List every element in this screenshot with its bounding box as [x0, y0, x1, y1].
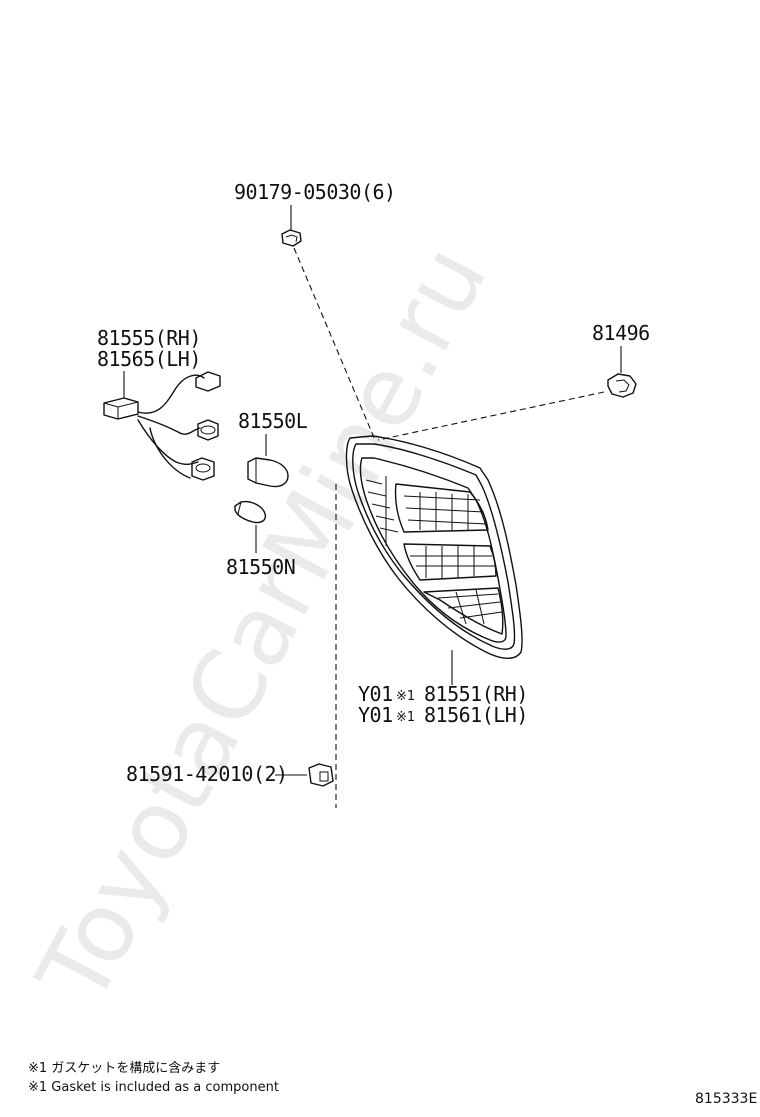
label-bottom-clip[interactable]: 81591-42010(2)	[126, 762, 288, 786]
label-lamp-rh-prefix[interactable]: Y01	[358, 682, 393, 706]
label-bulb-81550n[interactable]: 81550N	[226, 555, 296, 579]
label-socket-81496[interactable]: 81496	[592, 321, 650, 345]
wire-harness-icon	[103, 371, 221, 481]
label-harness-lh[interactable]: 81565(LH)	[97, 347, 201, 371]
socket-81496-icon	[607, 373, 637, 398]
label-harness-rh[interactable]: 81555(RH)	[97, 326, 201, 350]
dashed-line-clip-top	[293, 247, 376, 441]
footnote-japanese: ※1 ガスケットを構成に含みます	[28, 1060, 220, 1076]
bulb-81550n-icon	[234, 500, 267, 524]
label-clip-top[interactable]: 90179-05030(6)	[234, 180, 396, 204]
diagram-code: 815333E	[695, 1091, 757, 1107]
rear-lamp-assembly-icon	[345, 435, 523, 659]
note-mark-lh: ※1	[396, 710, 415, 725]
label-lamp-lh[interactable]: 81561(LH)	[424, 703, 528, 727]
clip-top-icon	[281, 229, 302, 247]
label-lamp-rh[interactable]: 81551(RH)	[424, 682, 528, 706]
label-lamp-lh-prefix[interactable]: Y01	[358, 703, 393, 727]
dashed-line-socket	[377, 391, 605, 441]
label-bulb-81550l[interactable]: 81550L	[238, 409, 308, 433]
watermark-text: ToyotaCarMine.ru	[16, 228, 509, 1022]
footnote-english: ※1 Gasket is included as a component	[28, 1080, 279, 1095]
bottom-clip-icon	[308, 763, 334, 787]
note-mark-rh: ※1	[396, 689, 415, 704]
bulb-81550l-icon	[247, 457, 289, 488]
